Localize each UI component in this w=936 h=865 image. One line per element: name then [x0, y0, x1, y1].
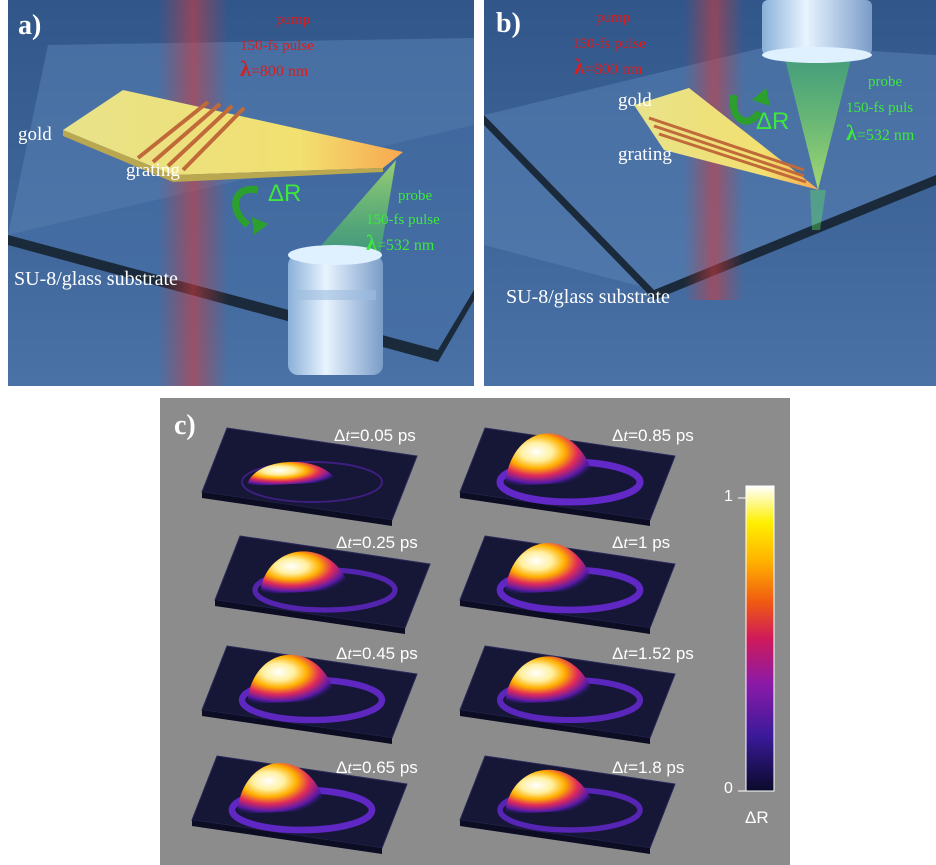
delta-r-label: ΔR	[756, 108, 790, 135]
pump-wavelength-label: λ=800 nm	[240, 56, 309, 81]
signal-trail	[241, 461, 383, 503]
pump-pulse-label: 150-fs pulse	[240, 38, 314, 54]
surface-base-edge	[202, 492, 392, 526]
substrate-label: SU-8/glass substrate	[14, 268, 178, 290]
time-label-2: Δt=0.85 ps	[612, 426, 694, 445]
surface-frame-5	[201, 645, 418, 744]
time-label-7: Δt=0.65 ps	[336, 758, 418, 777]
surface-frame-7	[191, 755, 408, 854]
signal-peak	[505, 433, 595, 486]
time-label-5: Δt=0.45 ps	[336, 644, 418, 663]
signal-peak	[505, 656, 595, 704]
signal-peak	[247, 461, 337, 486]
signal-peak	[247, 654, 337, 704]
panel-b-letter: b)	[496, 8, 521, 39]
time-label-4: Δt=1 ps	[612, 533, 671, 552]
panel-b-illustration	[484, 0, 936, 386]
surface-frame-4	[459, 535, 676, 634]
probe-wavelength-label: λ=532 nm	[366, 230, 435, 255]
colorbar-axis-label: ΔR	[745, 808, 769, 827]
signal-peak	[237, 763, 327, 814]
time-label-3: Δt=0.25 ps	[336, 533, 418, 552]
surface-base-edge	[460, 492, 650, 526]
signal-peak	[505, 769, 595, 814]
gold-label: gold	[618, 90, 652, 111]
surface-frame-2	[459, 427, 676, 526]
probe-label: probe	[868, 74, 903, 90]
probe-label: probe	[398, 188, 433, 204]
surface-base-edge	[460, 600, 650, 634]
panel-a-schematic: a) pump 150-fs pulse λ=800 nm gold grati…	[8, 0, 474, 386]
pump-label: pump	[276, 12, 311, 28]
surface-frame-6	[459, 645, 676, 744]
surface-base-edge	[215, 600, 405, 634]
probe-wavelength-label: λ=532 nm	[846, 120, 915, 145]
surface-frame-8	[459, 755, 676, 854]
time-label-6: Δt=1.52 ps	[612, 644, 694, 663]
panel-c-time-series: c) Δt=0.05 ps Δt=0.85 ps Δt=0.25 ps Δt=1…	[160, 398, 790, 865]
grating-label: grating	[126, 160, 180, 181]
panel-c-letter: c)	[174, 410, 196, 441]
pump-pulse-label: 150-fs pulse	[572, 36, 646, 52]
time-label-8: Δt=1.8 ps	[612, 758, 685, 777]
surface-frame-1	[201, 427, 418, 526]
grating-label: grating	[618, 144, 672, 165]
surface-frame-3	[214, 535, 431, 634]
probe-pulse-label: 150-fs puls	[846, 100, 914, 116]
colorbar-min-label: 0	[724, 780, 733, 797]
surface-base-edge	[460, 820, 650, 854]
surface-base-edge	[460, 710, 650, 744]
panel-b-schematic: b) pump 150-fs pulse λ=800 nm gold grati…	[484, 0, 936, 386]
time-label-1: Δt=0.05 ps	[334, 426, 416, 445]
surface-base-edge	[202, 710, 392, 744]
surface-plots	[191, 427, 775, 854]
panel-a-letter: a)	[18, 10, 42, 41]
surface-base-edge	[192, 820, 382, 854]
colorbar	[745, 485, 775, 792]
gold-label: gold	[18, 124, 52, 145]
signal-peak	[260, 551, 350, 594]
substrate-label: SU-8/glass substrate	[506, 286, 670, 308]
probe-pulse-label: 150-fs pulse	[366, 212, 440, 228]
delta-r-label: ΔR	[268, 180, 302, 207]
colorbar-max-label: 1	[724, 488, 733, 505]
signal-peak	[505, 543, 595, 594]
pump-wavelength-label: λ=800 nm	[574, 54, 643, 79]
pump-label: pump	[596, 10, 631, 26]
panel-a-illustration	[8, 0, 474, 386]
